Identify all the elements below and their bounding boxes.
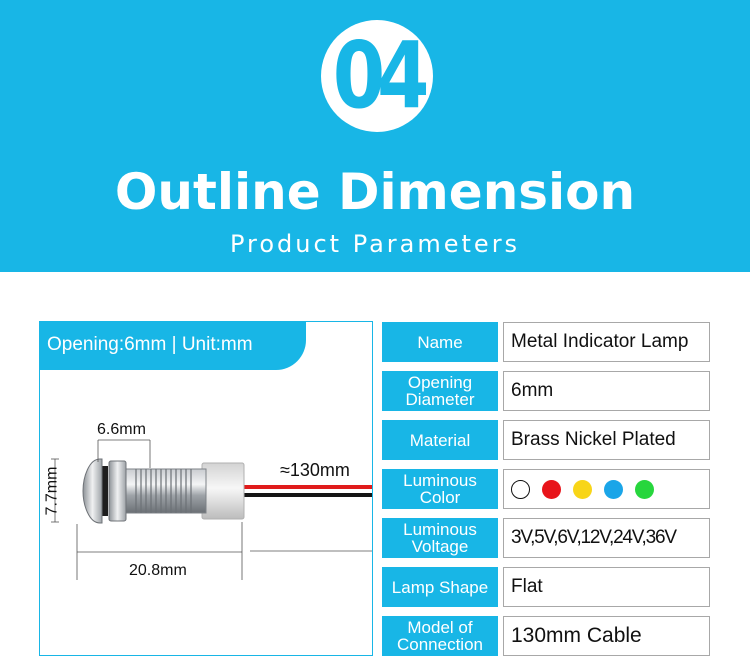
length-dimension-label: 20.8mm bbox=[129, 562, 187, 579]
spec-row-model-of-connection: Model of Connection 130mm Cable bbox=[382, 616, 710, 656]
white-color-dot bbox=[511, 479, 530, 499]
spec-label: Lamp Shape bbox=[382, 567, 498, 607]
spec-row-lamp-shape: Lamp Shape Flat bbox=[382, 567, 710, 607]
spec-label: Luminous Voltage bbox=[382, 518, 498, 558]
section-number-badge: 04 bbox=[321, 20, 433, 132]
spec-value: 3V,5V,6V,12V,24V,36V bbox=[503, 518, 710, 558]
spec-label: Model of Connection bbox=[382, 616, 498, 656]
black-wire bbox=[240, 493, 372, 497]
spec-row-luminous-voltage: Luminous Voltage 3V,5V,6V,12V,24V,36V bbox=[382, 518, 710, 558]
insulating-sleeve bbox=[201, 462, 245, 520]
spec-value: Brass Nickel Plated bbox=[503, 420, 710, 460]
section-number: 04 bbox=[332, 22, 430, 129]
spec-label: Material bbox=[382, 420, 498, 460]
spec-label: Luminous Color bbox=[382, 469, 498, 509]
spec-row-name: Name Metal Indicator Lamp bbox=[382, 322, 710, 362]
cable-length-label: ≈130mm bbox=[280, 460, 350, 480]
spec-row-material: Material Brass Nickel Plated bbox=[382, 420, 710, 460]
opening-unit-tag: Opening:6mm | Unit:mm bbox=[40, 322, 306, 370]
spec-row-opening-diameter: Opening Diameter 6mm bbox=[382, 371, 710, 411]
threaded-body bbox=[119, 468, 207, 514]
washer bbox=[102, 466, 108, 516]
dimension-diagram: Opening:6mm | Unit:mm 6.6mm 7.7mm 20.8mm… bbox=[39, 321, 373, 656]
spec-value: Metal Indicator Lamp bbox=[503, 322, 710, 362]
page-subtitle: Product Parameters bbox=[229, 230, 521, 258]
yellow-color-dot bbox=[573, 479, 592, 499]
height-dimension-label: 7.7mm bbox=[43, 466, 61, 516]
spec-value: 6mm bbox=[503, 371, 710, 411]
head-dimension-label: 6.6mm bbox=[97, 421, 146, 438]
spec-row-luminous-color: Luminous Color bbox=[382, 469, 710, 509]
red-color-dot bbox=[542, 479, 561, 499]
spec-label: Name bbox=[382, 322, 498, 362]
spec-label: Opening Diameter bbox=[382, 371, 498, 411]
spec-value: Flat bbox=[503, 567, 710, 607]
red-wire bbox=[240, 485, 372, 489]
hex-nut bbox=[108, 460, 127, 522]
blue-color-dot bbox=[604, 479, 623, 499]
spec-value: 130mm Cable bbox=[503, 616, 710, 656]
page-title: Outline Dimension bbox=[114, 163, 636, 221]
lamp-bezel bbox=[82, 458, 103, 524]
header-banner: 04 Outline Dimension Product Parameters bbox=[0, 0, 750, 272]
lamp-drawing bbox=[51, 439, 372, 580]
green-color-dot bbox=[635, 479, 654, 499]
color-swatches bbox=[503, 469, 710, 509]
